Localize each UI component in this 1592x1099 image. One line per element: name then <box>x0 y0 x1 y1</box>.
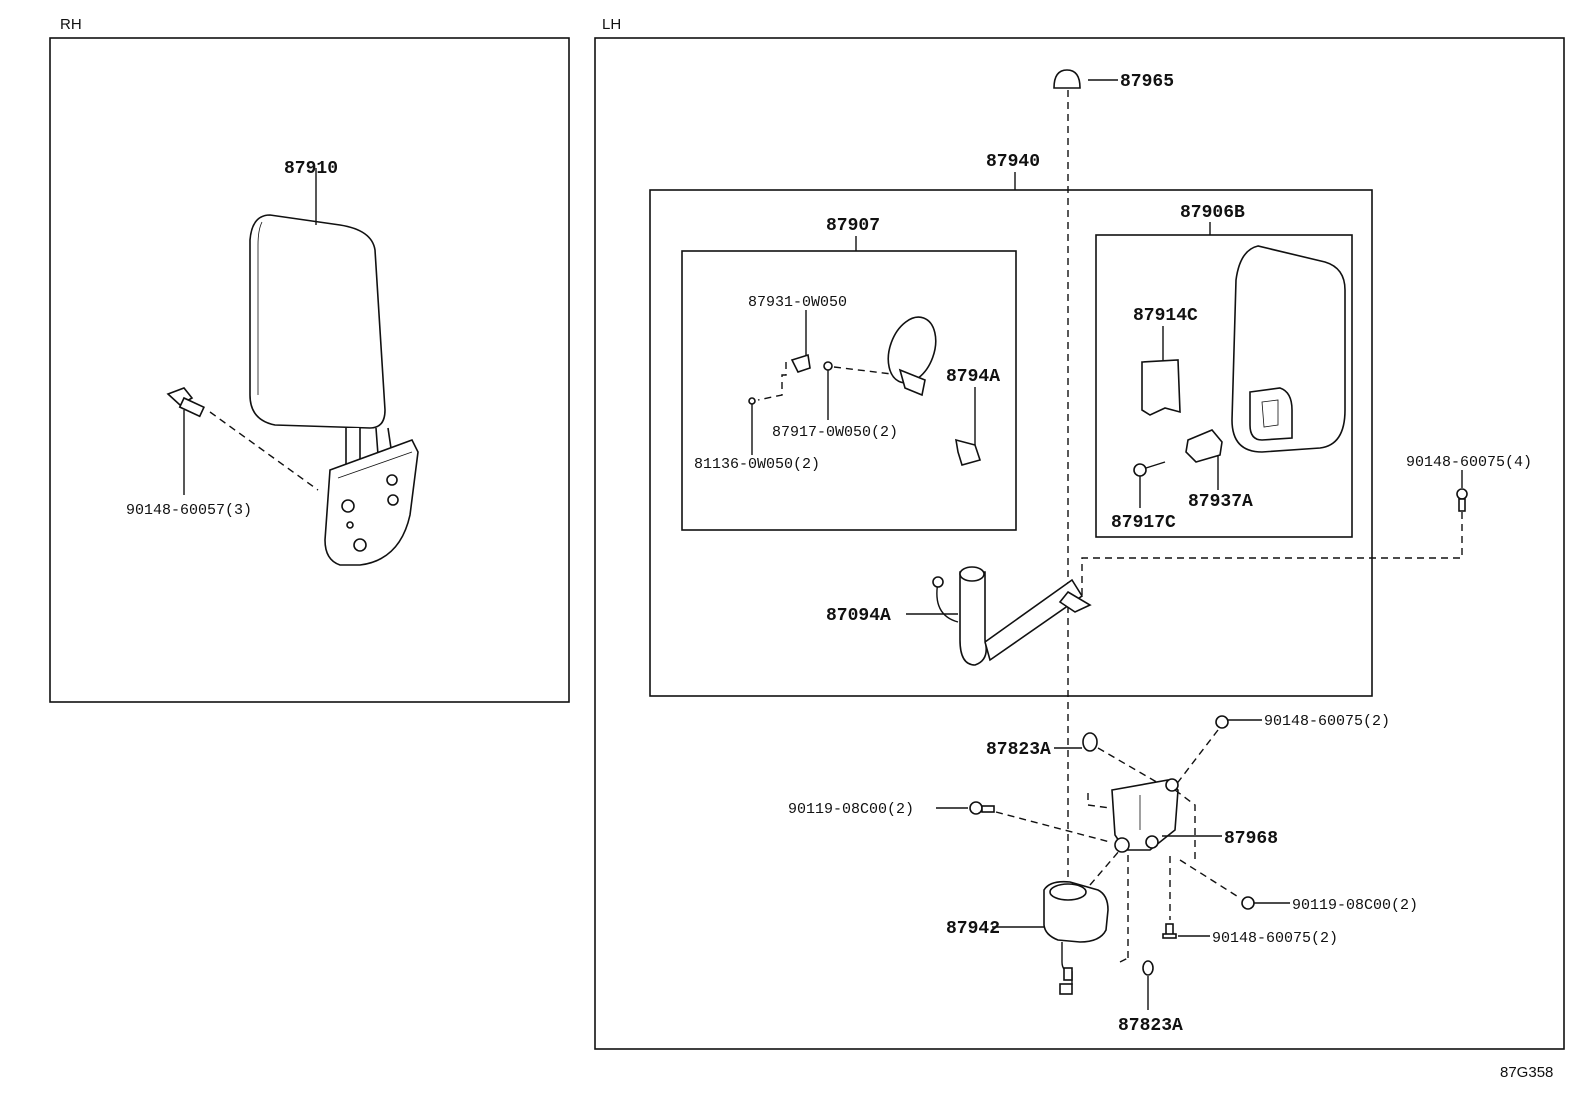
bolt-left-icon <box>969 801 995 815</box>
outer-mirror-label: 87906B <box>1180 203 1245 223</box>
sub-assy-87907-label: 87907 <box>826 216 880 236</box>
bolt-upper-icon <box>1215 715 1229 729</box>
small-screw-label: 81136-0W050(2) <box>694 456 820 473</box>
bolt-lower-right-icon <box>1241 896 1255 910</box>
sub-assy-87907-frame <box>681 250 1017 531</box>
rh-frame <box>49 37 570 703</box>
washer-small-label: 87917-0W050(2) <box>772 424 898 441</box>
mirror-assy-label: 87940 <box>986 152 1040 172</box>
mirror-assy-frame <box>649 189 1373 697</box>
bracket-label: 87968 <box>1224 829 1278 849</box>
rh-screw-icon <box>166 387 206 418</box>
outer-mirror-frame <box>1095 234 1353 538</box>
gasket-upper-label: 87823A <box>986 740 1051 760</box>
holder-screw-label: 87917C <box>1111 513 1176 533</box>
bolt-lower-label: 90148-60075(2) <box>1212 930 1338 947</box>
diagram-code: 87G358 <box>1500 1064 1553 1081</box>
cap-icon <box>1053 69 1081 89</box>
rh-mirror-label: 87910 <box>284 159 338 179</box>
rh-screw-label: 90148-60057(3) <box>126 502 252 519</box>
motor-icon <box>1043 880 1109 995</box>
bolt-upper-label: 90148-60075(2) <box>1264 713 1390 730</box>
small-bracket-icon <box>790 353 811 373</box>
bolt-lower-right-label: 90119-08C00(2) <box>1292 897 1418 914</box>
rh-section-label: RH <box>60 16 82 33</box>
holder-label: 87937A <box>1188 492 1253 512</box>
holder-icon <box>1185 429 1223 463</box>
holder-screw-icon <box>1133 461 1166 477</box>
cover-icon <box>1141 359 1181 416</box>
gasket-upper-icon <box>1082 732 1098 752</box>
small-round-mirror-icon <box>887 316 937 397</box>
rh-mirror-drawing <box>249 214 419 566</box>
stay-label: 87094A <box>826 606 891 626</box>
small-screw-icon <box>748 397 756 405</box>
bolt-right-label: 90148-60075(4) <box>1406 454 1532 471</box>
cap-label: 87965 <box>1120 72 1174 92</box>
cover-label: 87914C <box>1133 306 1198 326</box>
bolt-right-icon <box>1456 488 1468 512</box>
outer-mirror-icon <box>1231 245 1346 453</box>
bracket-icon <box>1111 778 1179 853</box>
lh-section-label: LH <box>602 16 621 33</box>
lh-frame <box>594 37 1565 1050</box>
gasket-lower-icon <box>1142 960 1154 976</box>
motor-label: 87942 <box>946 919 1000 939</box>
small-mirror-bracket-icon <box>955 438 982 466</box>
gasket-lower-label: 87823A <box>1118 1016 1183 1036</box>
stay-icon <box>932 566 1092 666</box>
washer-icon <box>823 361 833 371</box>
small-mirror-bracket-label: 8794A <box>946 367 1000 387</box>
bracket-screw-part-label: 87931-0W050 <box>748 294 847 311</box>
bolt-left-label: 90119-08C00(2) <box>788 801 914 818</box>
bolt-lower-icon <box>1162 923 1177 939</box>
